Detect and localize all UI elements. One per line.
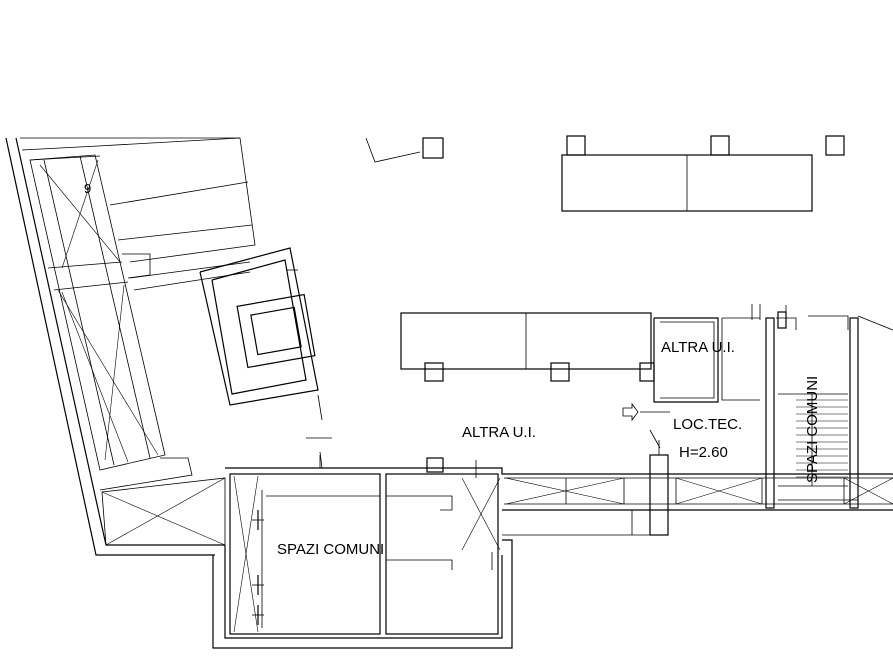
stair-steps: [796, 399, 848, 478]
loc-tec-label: LOC.TEC.: [673, 416, 742, 433]
bottom-corridor: [225, 440, 893, 536]
altra-ui-top-label: ALTRA U.I.: [661, 339, 735, 356]
altra-ui-center-label: ALTRA U.I.: [462, 424, 536, 441]
room-number-label: 9: [84, 181, 91, 196]
inner-square-block: [199, 247, 332, 469]
stair-core: [765, 305, 893, 509]
left-wing: [5, 137, 256, 556]
middle-volume: [400, 304, 761, 449]
height-label: H=2.60: [679, 444, 728, 461]
top-elements: [365, 135, 845, 212]
spazi-comuni-main-label: SPAZI COMUNI: [277, 541, 384, 558]
spazi-comuni-block: [212, 455, 513, 649]
spazi-comuni-stair-label: SPAZI COMUNI: [804, 376, 821, 483]
